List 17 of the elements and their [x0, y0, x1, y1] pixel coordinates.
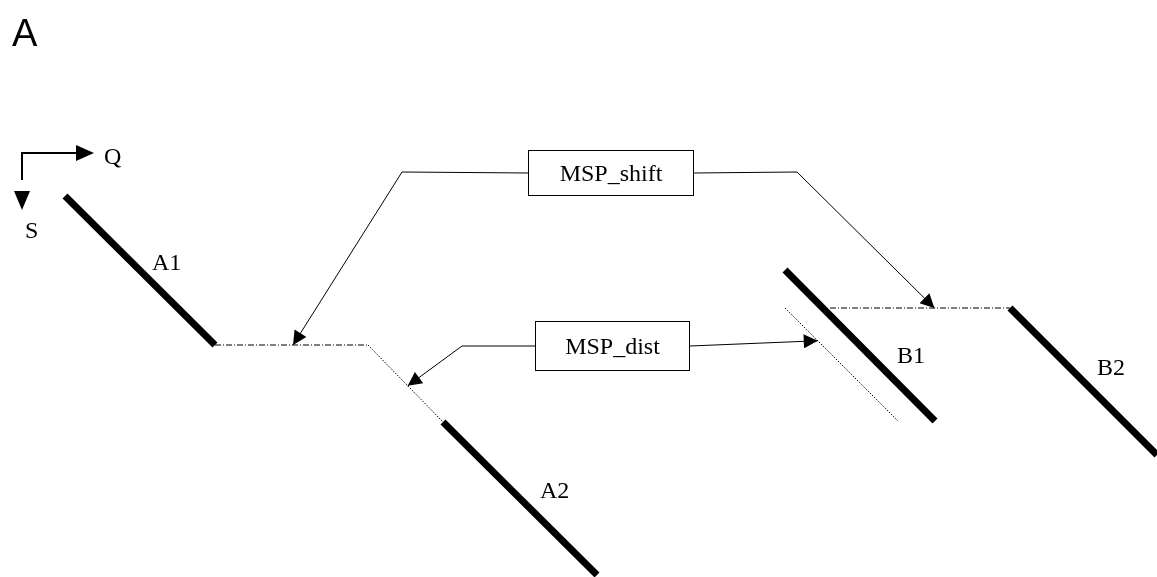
dotted-line — [784, 307, 899, 422]
segment-label: A1 — [152, 250, 182, 274]
leader-line — [407, 345, 536, 387]
leader-line — [292, 171, 529, 346]
label-box: MSP_dist — [535, 321, 690, 371]
axis-label: S — [25, 218, 39, 242]
leader-line — [689, 334, 819, 349]
panel-letter: A — [12, 14, 38, 52]
label-box: MSP_shift — [528, 150, 694, 196]
axis-label: Q — [104, 144, 122, 168]
segment-label: A2 — [540, 478, 570, 502]
leader-line — [693, 171, 935, 309]
segment-label: B2 — [1097, 355, 1125, 379]
segment-label: B1 — [897, 343, 925, 367]
dash-dot-line — [829, 307, 1011, 309]
dash-dot-line — [214, 344, 369, 346]
dotted-line — [367, 344, 444, 423]
